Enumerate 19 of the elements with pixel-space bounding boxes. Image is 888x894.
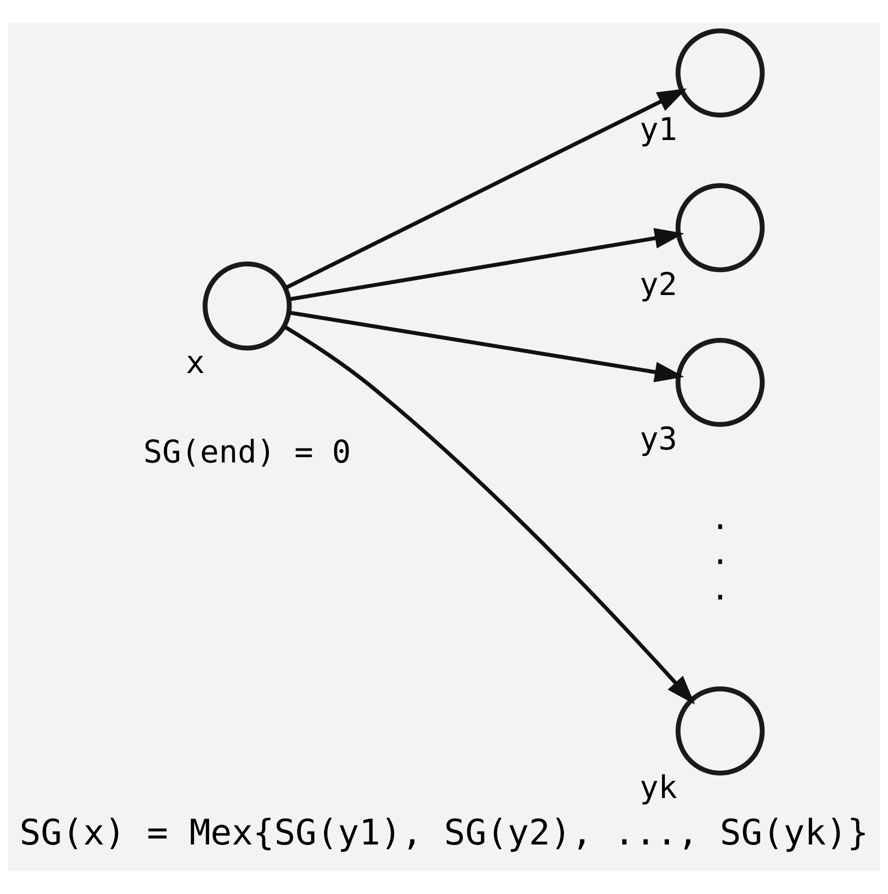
node-label: x bbox=[186, 345, 205, 382]
node-label: yk bbox=[640, 770, 678, 806]
node-circle bbox=[676, 183, 765, 272]
label: . bbox=[710, 500, 730, 537]
node-circle bbox=[676, 686, 765, 776]
node-circle bbox=[676, 338, 765, 427]
label: . bbox=[710, 536, 730, 572]
label: SG(end) = 0 bbox=[143, 434, 351, 470]
arrow bbox=[285, 88, 687, 290]
arrow bbox=[283, 324, 695, 705]
node-label: y2 bbox=[640, 266, 678, 303]
node-label: y1 bbox=[640, 112, 678, 148]
label: . bbox=[710, 571, 730, 608]
node-circle bbox=[202, 261, 292, 351]
node-circle bbox=[676, 28, 765, 118]
caption: SG(x) = Mex{SG(y1), SG(y2), ..., SG(yk)} bbox=[20, 812, 868, 854]
arrow bbox=[288, 310, 684, 382]
arrow bbox=[288, 228, 684, 302]
node-label: y3 bbox=[640, 422, 678, 458]
